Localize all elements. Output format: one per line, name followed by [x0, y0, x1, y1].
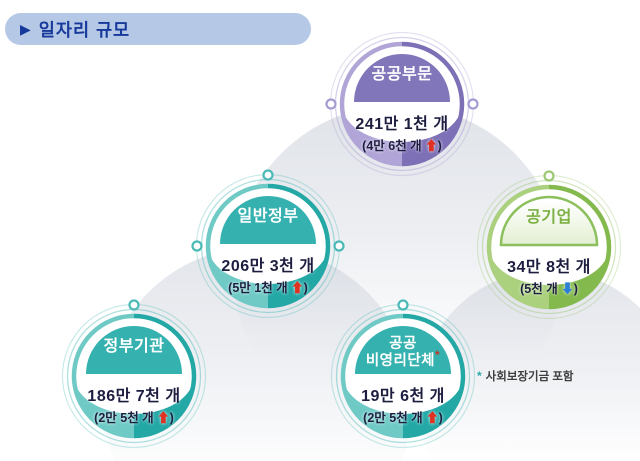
up-arrow-icon: ⬆ [291, 281, 304, 295]
title-dome [355, 326, 451, 374]
connector-node-icon [397, 299, 409, 311]
bubble-title: 공공부문 [371, 65, 433, 83]
bubble-value: 19만 6천 개 [361, 388, 445, 405]
bottom-lens [343, 376, 463, 436]
bubble-delta: (2만 5천 개 ⬆) [64, 407, 204, 426]
bottom-lens [342, 104, 462, 164]
bubble-value: 34만 8천 개 [507, 259, 591, 276]
bubble-government-agency: 정부기관 186만 7천 개 (2만 5천 개 ⬆) [64, 322, 204, 426]
delta-close: ) [573, 282, 578, 296]
delta-close: ) [437, 139, 442, 153]
triangle-bullet-icon: ▶ [20, 21, 31, 37]
footnote-text: 사회보장기금 포함 [485, 371, 574, 383]
bubble-value: 241만 1천 개 [355, 116, 449, 133]
bubble-general-government-graphic [191, 169, 345, 319]
connector-node-icon [191, 240, 203, 252]
connector-node-icon [467, 98, 479, 110]
bubble-public-nonprofit: 공공 비영리단체* 19만 6천 개 (2만 5천 개 ⬆) [333, 322, 473, 426]
footnote: *사회보장기금 포함 [477, 368, 574, 384]
page-title: 일자리 규모 [38, 19, 131, 40]
footnote-asterisk-icon: * [477, 369, 482, 383]
bubble-delta: (2만 5천 개 ⬆) [333, 407, 473, 426]
delta-close: ) [169, 411, 174, 425]
bubble-title-line1: 공공 [389, 336, 417, 353]
bubble-public-sector-graphic [325, 31, 479, 177]
delta-close: ) [303, 281, 308, 295]
up-arrow-icon: ⬆ [426, 411, 439, 425]
delta-text: (5천 개 [520, 282, 562, 296]
connector-node-icon [543, 170, 555, 182]
bottom-lens [74, 376, 194, 436]
bubble-delta: (5만 1천 개 ⬆) [198, 277, 338, 296]
bottom-lens [208, 246, 328, 306]
bubble-title: 공공 비영리단체* [333, 322, 473, 372]
connector-node-icon [262, 169, 274, 181]
delta-text: (4만 6천 개 [362, 139, 426, 153]
connector-node-icon [128, 299, 140, 311]
section-header: ▶ 일자리 규모 [5, 13, 311, 45]
delta-text: (5만 1천 개 [228, 281, 292, 295]
title-dome [354, 54, 450, 102]
title-dome [499, 195, 599, 247]
bubble-title: 공기업 [526, 208, 572, 226]
bubble-government-agency-graphic [61, 299, 207, 449]
delta-close: ) [438, 411, 443, 425]
bubble-delta: (4만 6천 개 ⬆) [332, 135, 472, 154]
title-dome [220, 196, 316, 244]
title-dome [86, 326, 182, 374]
connector-node-icon [333, 240, 345, 252]
bubble-title-line2: 비영리단체* [365, 348, 441, 369]
up-arrow-icon: ⬆ [425, 139, 438, 153]
bubble-title: 일반정부 [237, 207, 299, 225]
bubble-title: 정부기관 [103, 337, 165, 355]
bubble-public-nonprofit-graphic [330, 299, 476, 449]
connector-node-icon [325, 98, 337, 110]
bubble-public-enterprise: 공기업 34만 8천 개 (5천 개 ⬇) [479, 193, 619, 297]
bubble-value: 206만 3천 개 [221, 258, 315, 275]
delta-text: (2만 5천 개 [94, 411, 158, 425]
bubble-value: 186만 7천 개 [87, 388, 181, 405]
asterisk-marker: * [435, 348, 441, 363]
up-arrow-icon: ⬆ [157, 411, 170, 425]
bottom-lens [489, 247, 609, 307]
down-arrow-icon: ⬇ [561, 282, 574, 296]
bubble-public-sector: 공공부문 241만 1천 개 (4만 6천 개 ⬆) [332, 50, 472, 154]
bubble-delta: (5천 개 ⬇) [479, 278, 619, 297]
delta-text: (2만 5천 개 [363, 411, 427, 425]
bubble-general-government: 일반정부 206만 3천 개 (5만 1천 개 ⬆) [198, 192, 338, 296]
bubble-public-enterprise-graphic [476, 170, 622, 320]
